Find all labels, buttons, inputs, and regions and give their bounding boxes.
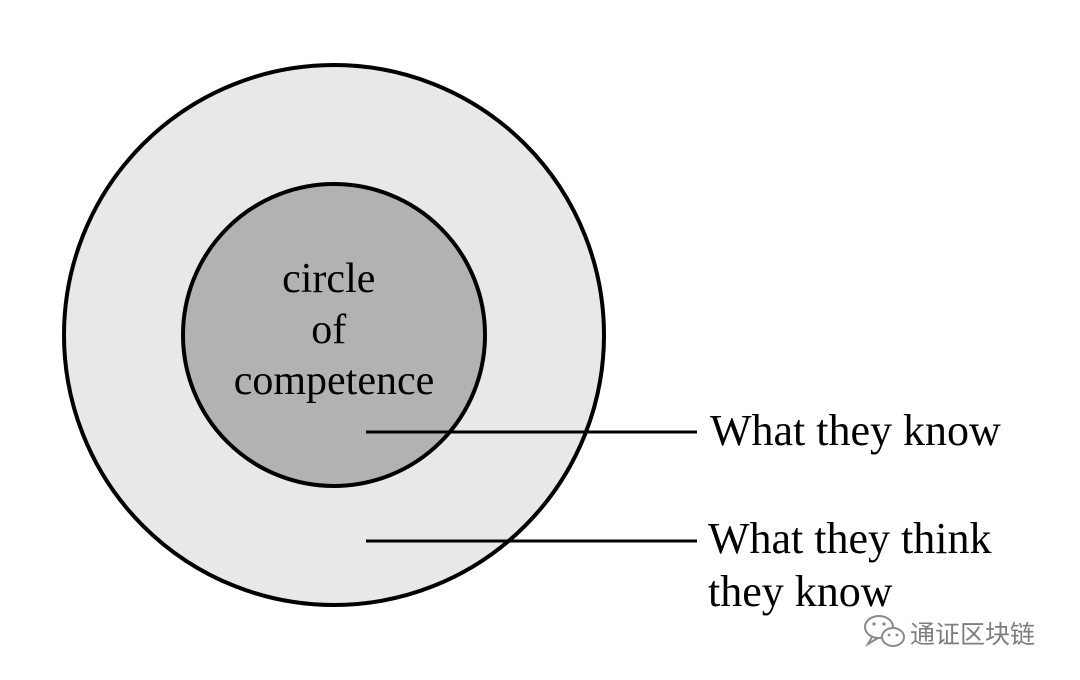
callout-2-line-2: they know xyxy=(708,567,893,616)
callout-1-line-1: What they know xyxy=(710,406,1001,455)
inner-circle xyxy=(181,182,487,488)
watermark-text: 通证区块链 xyxy=(910,620,1035,649)
inner-circle-label: circle of competence xyxy=(234,256,435,404)
callout-2-line-1: What they think xyxy=(708,514,992,563)
wechat-icon xyxy=(864,615,905,647)
inner-label-line-3: competence xyxy=(234,358,435,404)
inner-label-line-2: of xyxy=(311,307,346,353)
callout-what-they-think-they-know: What they think they know xyxy=(708,514,1003,616)
callout-what-they-know: What they know xyxy=(710,406,1001,455)
watermark: 通证区块链 xyxy=(864,615,1035,649)
inner-label-line-1: circle xyxy=(282,256,375,302)
